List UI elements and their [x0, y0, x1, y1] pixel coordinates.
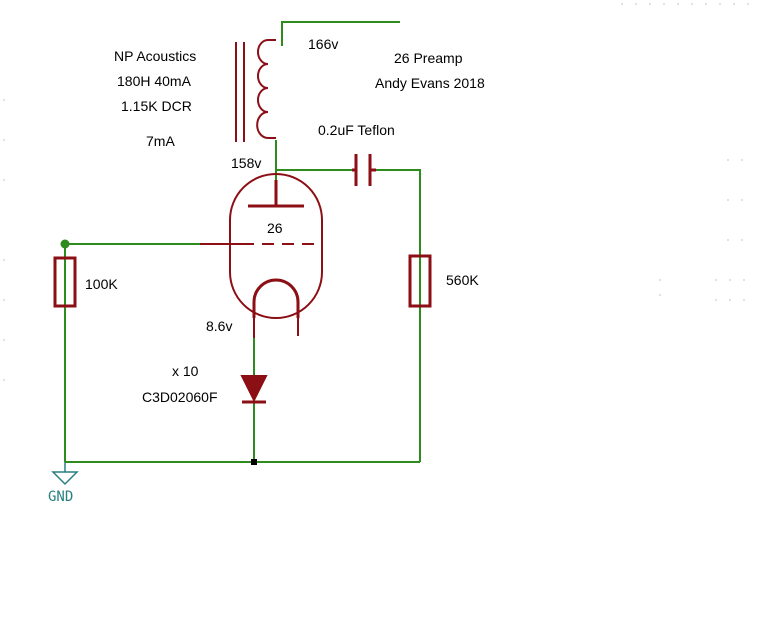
supply-voltage-label: 166v — [308, 36, 338, 52]
plate-voltage-label: 158v — [231, 155, 261, 171]
diode-triangle — [240, 375, 268, 403]
wire-output-node — [376, 169, 421, 462]
grid-resistor-100k — [53, 256, 77, 308]
cathode-voltage-label: 8.6v — [206, 318, 232, 334]
capacitor-label: 0.2uF Teflon — [318, 122, 395, 138]
triode-tube-26 — [200, 173, 323, 338]
ground-label: GND — [48, 489, 73, 505]
cathode-diode — [240, 375, 268, 404]
tube-type-label: 26 — [267, 220, 283, 236]
transformer-dcr-label: 1.15K DCR — [121, 98, 192, 114]
diode-count-label: x 10 — [172, 363, 199, 379]
ground-junction-dot — [251, 459, 257, 465]
transformer-maker-label: NP Acoustics — [114, 48, 196, 64]
wires — [64, 21, 421, 463]
author-label: Andy Evans 2018 — [375, 75, 485, 91]
ground-triangle — [51, 471, 79, 486]
coupling-capacitor — [352, 154, 376, 186]
tube-envelope — [229, 173, 323, 319]
choke-transformer — [235, 39, 276, 142]
background-dot-grid — [3, 3, 749, 381]
diode-part-label: C3D02060F — [142, 389, 218, 405]
transformer-current-label: 7mA — [146, 133, 175, 149]
title-label: 26 Preamp — [394, 50, 463, 66]
grid-junction-dot — [60, 239, 70, 249]
output-resistor-label: 560K — [446, 272, 479, 288]
transformer-spec-label: 180H 40mA — [117, 73, 192, 89]
output-resistor-560k — [408, 254, 432, 308]
grid-resistor-label: 100K — [85, 276, 118, 292]
ground-symbol — [51, 462, 79, 486]
wire-supply — [281, 21, 400, 46]
tube-filament — [252, 278, 300, 318]
choke-coil — [256, 39, 276, 139]
